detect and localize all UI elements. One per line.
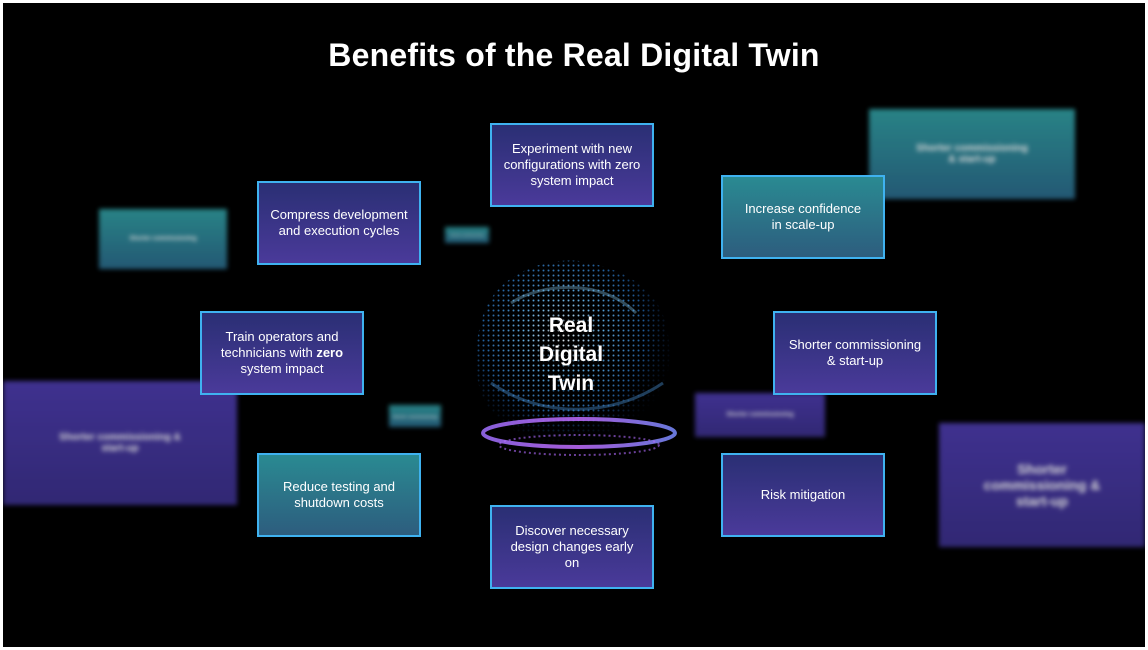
benefit-risk: Risk mitigation xyxy=(721,453,885,537)
benefit-train-text-bold: zero xyxy=(316,345,344,360)
benefit-commissioning-text: Shorter commissioning & start-up xyxy=(788,337,922,368)
blurred-box-mid-left-tiny: Shorter commissioning xyxy=(445,227,489,243)
benefit-compress-text: Compress development and execution cycle… xyxy=(270,207,408,238)
blurred-box-mid-left-tiny-label: Shorter commissioning xyxy=(450,233,484,237)
benefit-train-text-post: system impact xyxy=(240,361,324,376)
slide-canvas: Benefits of the Real Digital Twin Shorte… xyxy=(3,3,1145,647)
center-label-line-2: Digital xyxy=(538,343,604,366)
slide-title: Benefits of the Real Digital Twin xyxy=(328,37,820,73)
blurred-box-top-right-label: Shorter commissioning & start-up xyxy=(916,143,1028,165)
center-label-line-3: Twin xyxy=(547,372,595,395)
blurred-box-center-right: Shorter commissioning xyxy=(695,393,825,437)
benefit-train-text-pre: Train operators and technicians with xyxy=(220,329,339,360)
benefit-confidence: Increase confidence in scale-up xyxy=(721,175,885,259)
center-label: Real Digital Twin xyxy=(451,311,691,398)
benefit-testing: Reduce testing and shutdown costs xyxy=(257,453,421,537)
benefit-risk-text: Risk mitigation xyxy=(760,487,846,502)
benefit-testing-text: Reduce testing and shutdown costs xyxy=(282,479,396,510)
blurred-box-left-small-label: Shorter commissioning xyxy=(129,236,197,242)
benefit-discover-text: Discover necessary design changes early … xyxy=(510,523,634,570)
blurred-box-right-large: Shorter commissioning & start-up xyxy=(939,423,1145,547)
benefit-commissioning: Shorter commissioning & start-up xyxy=(773,311,937,395)
sphere-graphic xyxy=(475,260,677,456)
benefit-experiment: Experiment with new configurations with … xyxy=(490,123,654,207)
benefit-train-text: Train operators and technicians with zer… xyxy=(212,329,352,377)
digital-twin-sphere: Real Digital Twin xyxy=(451,233,691,473)
blurred-box-left-large-label: Shorter commissioning & start-up xyxy=(59,432,181,454)
benefit-confidence-text: Increase confidence in scale-up xyxy=(744,201,862,232)
blurred-box-top-right: Shorter commissioning & start-up xyxy=(869,109,1075,199)
blurred-box-right-large-label: Shorter commissioning & start-up xyxy=(983,461,1101,509)
blurred-box-center-left-small: Shorter commissioning xyxy=(389,405,441,427)
blurred-box-center-right-label: Shorter commissioning xyxy=(726,412,794,418)
blurred-box-left-small: Shorter commissioning xyxy=(99,209,227,269)
benefit-discover: Discover necessary design changes early … xyxy=(490,505,654,589)
center-label-line-1: Real xyxy=(548,314,594,337)
blurred-box-left-large: Shorter commissioning & start-up xyxy=(3,381,237,505)
benefit-compress: Compress development and execution cycle… xyxy=(257,181,421,265)
benefit-experiment-text: Experiment with new configurations with … xyxy=(503,141,641,188)
benefit-train: Train operators and technicians with zer… xyxy=(200,311,364,395)
blurred-box-center-left-small-label: Shorter commissioning xyxy=(392,413,438,419)
